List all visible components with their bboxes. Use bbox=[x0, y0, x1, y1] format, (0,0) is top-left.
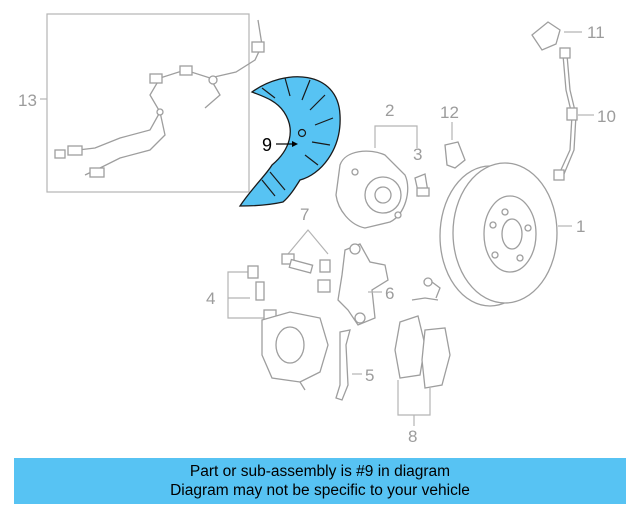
callout-6: 6 bbox=[385, 284, 394, 303]
callout-7: 7 bbox=[300, 205, 309, 224]
diagram-caption: Part or sub-assembly is #9 in diagram Di… bbox=[14, 458, 626, 504]
brake-disc-part-1 bbox=[439, 162, 572, 307]
guide-pins-part-7 bbox=[281, 229, 331, 293]
spring-clip-part-5 bbox=[335, 329, 362, 401]
callout-9: 9 bbox=[262, 135, 272, 155]
parts-diagram: 13 9 2 12 3 11 10 1 7 4 6 5 8 bbox=[18, 13, 616, 446]
callout-3: 3 bbox=[413, 145, 422, 164]
brake-pads-part-8 bbox=[394, 277, 451, 426]
callout-5: 5 bbox=[365, 366, 374, 385]
callout-13: 13 bbox=[18, 91, 37, 110]
caption-part-note: Part or sub-assembly is #9 in diagram bbox=[189, 463, 451, 480]
brake-caliper bbox=[261, 311, 329, 391]
callout-11: 11 bbox=[587, 23, 605, 42]
caliper-bolts-part-4 bbox=[227, 265, 277, 321]
brake-hose-part-10 bbox=[553, 47, 594, 181]
callout-10: 10 bbox=[597, 107, 616, 126]
splash-shield-part-9 bbox=[238, 76, 341, 207]
callout-2: 2 bbox=[385, 101, 394, 120]
callout-12: 12 bbox=[440, 103, 459, 122]
callout-8: 8 bbox=[408, 427, 417, 446]
callout-4: 4 bbox=[206, 289, 215, 308]
wiring-harness-group bbox=[40, 13, 265, 193]
caption-disclaimer: Diagram may not be specific to your vehi… bbox=[170, 482, 470, 499]
caliper-bracket-part-6 bbox=[337, 243, 389, 326]
sensor-part-12 bbox=[444, 122, 466, 169]
callout-1: 1 bbox=[576, 217, 585, 236]
bracket-part-11 bbox=[531, 21, 582, 51]
wheel-hub-part-2 bbox=[335, 125, 418, 229]
bolt-part-3 bbox=[414, 173, 430, 197]
